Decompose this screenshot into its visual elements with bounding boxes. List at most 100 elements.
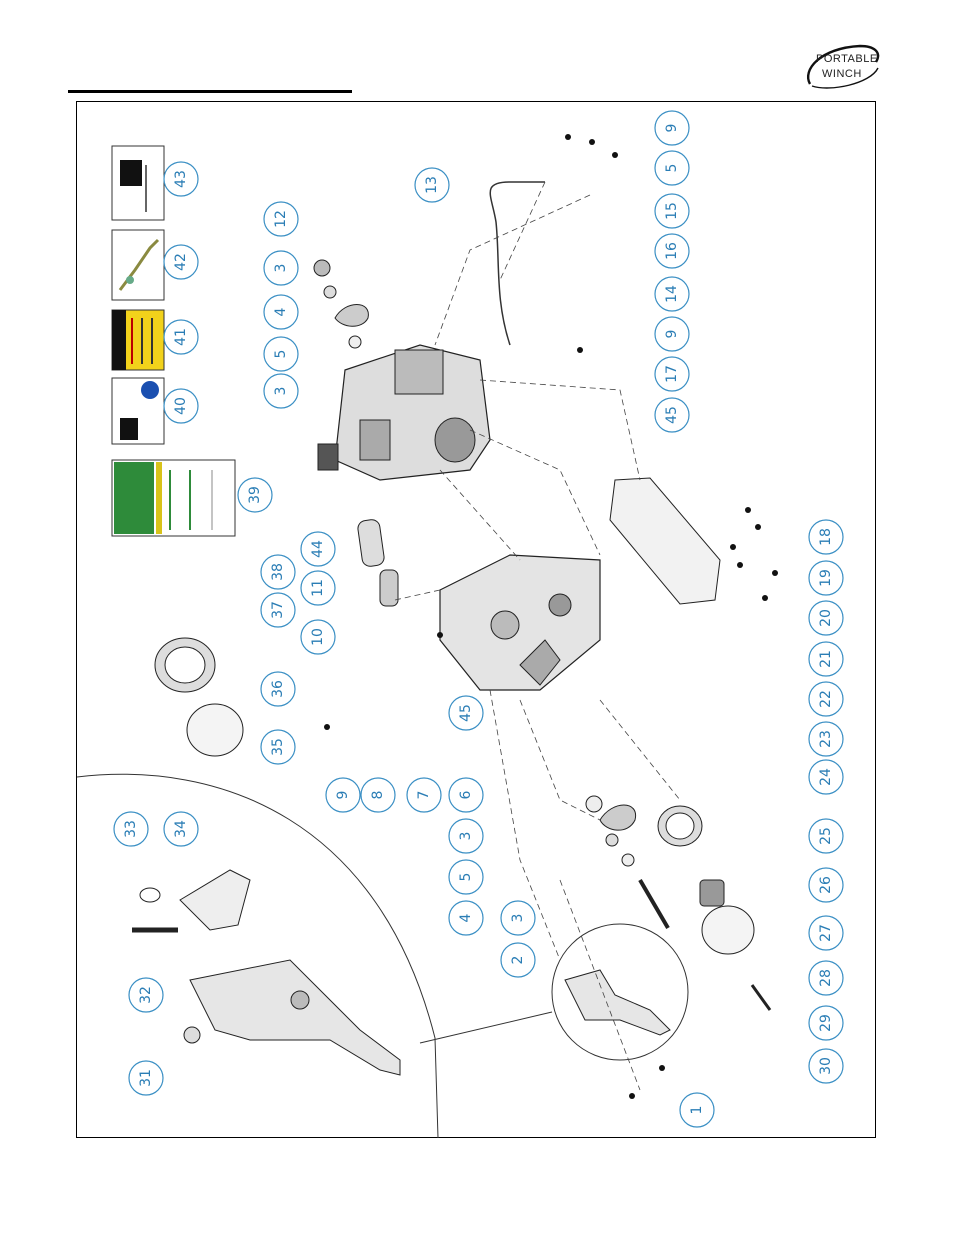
pin-11 — [357, 519, 385, 568]
callout-balloon: 28 — [809, 961, 843, 995]
lever-mechanism-small — [565, 970, 670, 1035]
callout-balloon: 14 — [655, 277, 689, 311]
balloon-number: 31 — [138, 1069, 154, 1087]
callout-balloon: 44 — [301, 532, 335, 566]
balloon-number: 8 — [370, 791, 386, 800]
callout-balloon: 29 — [809, 1006, 843, 1040]
balloon-number: 36 — [270, 680, 286, 698]
callout-balloon: 3 — [264, 251, 298, 285]
shaft-2 — [640, 880, 668, 928]
engine-assembly — [318, 345, 490, 480]
decal-42 — [112, 230, 164, 300]
balloon-number: 40 — [173, 397, 189, 415]
callout-balloon: 10 — [301, 620, 335, 654]
callout-balloon: 5 — [655, 151, 689, 185]
callout-balloon: 4 — [264, 295, 298, 329]
callout-balloon: 18 — [809, 520, 843, 554]
callout-balloon: 41 — [164, 320, 198, 354]
disc-35 — [187, 704, 243, 756]
callout-balloon: 15 — [655, 194, 689, 228]
callout-balloon: 42 — [164, 245, 198, 279]
balloon-number: 17 — [664, 365, 680, 383]
callout-balloon: 16 — [655, 234, 689, 268]
callout-balloon: 37 — [261, 593, 295, 627]
disc-28 — [702, 906, 754, 954]
balloon-number: 7 — [416, 791, 432, 800]
balloon-number: 5 — [273, 350, 289, 359]
balloon-number: 5 — [664, 164, 680, 173]
lever-mechanism-detail — [132, 870, 400, 1075]
balloon-number: 4 — [458, 913, 474, 922]
callout-balloon: 20 — [809, 601, 843, 635]
callout-balloon: 24 — [809, 760, 843, 794]
balloon-number: 19 — [818, 569, 834, 587]
balloon-number: 39 — [247, 486, 263, 504]
part-44-cover — [318, 444, 338, 470]
balloon-number: 26 — [818, 876, 834, 894]
balloon-number: 44 — [310, 540, 326, 558]
balloon-number: 43 — [173, 170, 189, 188]
balloon-number: 10 — [310, 628, 326, 646]
balloon-number: 30 — [818, 1057, 834, 1075]
callout-balloon: 4 — [449, 901, 483, 935]
detail-leader-line — [420, 1012, 552, 1043]
callout-balloon: 21 — [809, 642, 843, 676]
balloon-number: 3 — [273, 387, 289, 396]
callout-balloon: 43 — [164, 162, 198, 196]
callout-balloon: 38 — [261, 555, 295, 589]
callout-balloon: 5 — [449, 860, 483, 894]
balloon-number: 3 — [458, 832, 474, 841]
callout-balloon: 19 — [809, 561, 843, 595]
callout-balloon: 45 — [655, 398, 689, 432]
balloon-number: 28 — [818, 969, 834, 987]
balloon-number: 37 — [270, 601, 286, 619]
callout-balloon: 3 — [449, 819, 483, 853]
balloon-number: 35 — [270, 738, 286, 756]
callout-balloon: 1 — [680, 1093, 714, 1127]
callout-balloon: 13 — [415, 168, 449, 202]
callout-balloon: 9 — [326, 778, 360, 812]
balloon-number: 9 — [664, 330, 680, 339]
drum-36 — [155, 638, 215, 692]
callout-balloon: 8 — [361, 778, 395, 812]
callout-balloon: 6 — [449, 778, 483, 812]
balloon-number: 33 — [123, 820, 139, 838]
callout-balloon: 31 — [129, 1061, 163, 1095]
balloon-number: 13 — [424, 176, 440, 194]
balloon-number: 9 — [664, 124, 680, 133]
balloon-number: 11 — [310, 579, 326, 597]
hook-upper — [314, 260, 368, 348]
callout-balloon: 36 — [261, 672, 295, 706]
pin-10 — [380, 570, 398, 606]
balloon-number: 1 — [689, 1106, 705, 1115]
balloon-number: 24 — [818, 768, 834, 786]
balloon-number: 45 — [664, 406, 680, 424]
gearbox-housing — [440, 555, 600, 690]
callout-balloon: 33 — [114, 812, 148, 846]
callout-balloon: 26 — [809, 868, 843, 902]
callout-balloon: 22 — [809, 682, 843, 716]
balloon-number: 34 — [173, 820, 189, 838]
balloon-number: 29 — [818, 1014, 834, 1032]
balloon-number: 25 — [818, 827, 834, 845]
balloon-number: 9 — [335, 791, 351, 800]
balloon-number: 22 — [818, 690, 834, 708]
balloon-number: 21 — [818, 650, 834, 668]
callout-balloon: 45 — [449, 696, 483, 730]
callout-balloon: 35 — [261, 730, 295, 764]
guard-plate — [610, 478, 720, 604]
callout-balloon: 39 — [238, 478, 272, 512]
bolt-30 — [752, 985, 770, 1010]
decal-41-danger — [112, 310, 164, 370]
balloon-number: 42 — [173, 253, 189, 271]
callout-balloon: 2 — [501, 943, 535, 977]
callout-balloon: 40 — [164, 389, 198, 423]
balloon-number: 6 — [458, 790, 474, 799]
balloon-number: 15 — [664, 202, 680, 220]
balloon-number: 12 — [273, 210, 289, 228]
balloon-number: 16 — [664, 242, 680, 260]
balloon-number: 2 — [510, 956, 526, 965]
balloon-number: 5 — [458, 873, 474, 882]
